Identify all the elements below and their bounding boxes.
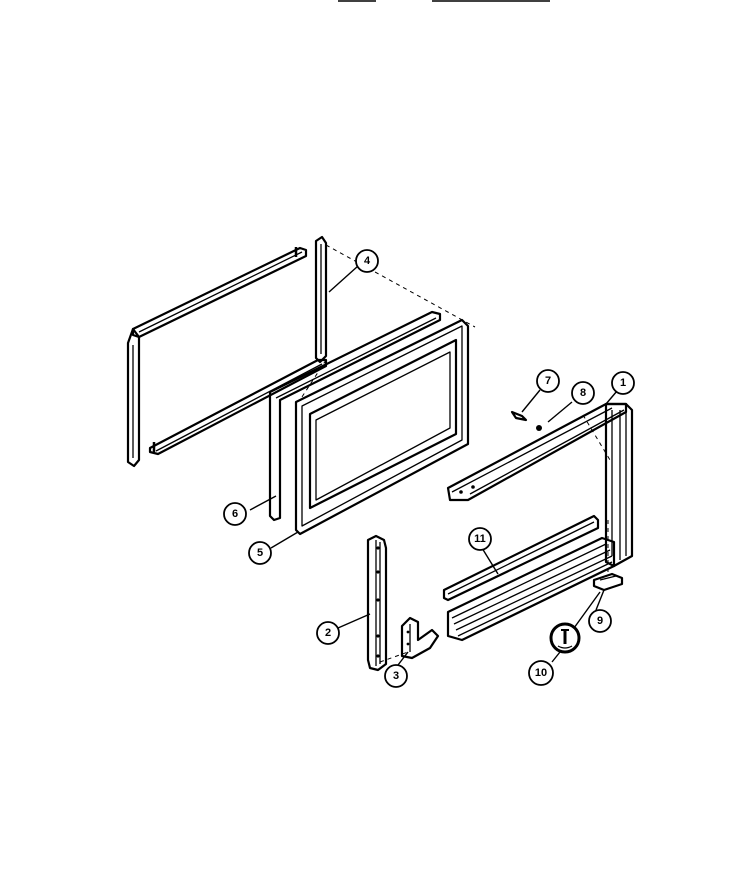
part-8-screw [536,425,542,431]
part-1-bottom-rail [446,536,616,642]
callout-11: 11 [468,527,492,551]
part-6-glass-panel [268,310,442,522]
callout-11-label: 11 [474,533,486,545]
part-10-screw [549,622,581,654]
callout-10: 10 [528,660,554,686]
callout-2-label: 2 [325,627,331,639]
callout-4-label: 4 [364,255,371,267]
callout-10-label: 10 [535,667,547,679]
callout-6-label: 6 [232,508,238,520]
callout-8-label: 8 [580,387,586,399]
callout-9-label: 9 [597,615,603,627]
part-2-hinge-strip [366,534,388,672]
callout-1-label: 1 [620,377,626,389]
callout-2: 2 [316,621,340,645]
callout-6: 6 [223,502,247,526]
callout-5: 5 [248,541,272,565]
part-4-window-frame [126,235,328,468]
callout-3: 3 [384,664,408,688]
part-1-liner-frame [446,402,634,568]
callout-1: 1 [611,371,635,395]
part-5-door-frame [294,318,470,536]
callout-7: 7 [536,369,560,393]
callout-8: 8 [571,381,595,405]
callout-3-label: 3 [393,670,399,682]
part-3-hinge-bracket [400,616,440,660]
part-9-bracket [592,572,624,592]
assembly-guide-lines [299,244,611,663]
callout-9: 9 [588,609,612,633]
part-11-bottom-channel [442,514,600,602]
callout-5-label: 5 [257,547,263,559]
part-7-clip [510,410,528,422]
callout-4: 4 [355,249,379,273]
callout-7-label: 7 [545,375,551,387]
callout-leaders [249,265,618,666]
